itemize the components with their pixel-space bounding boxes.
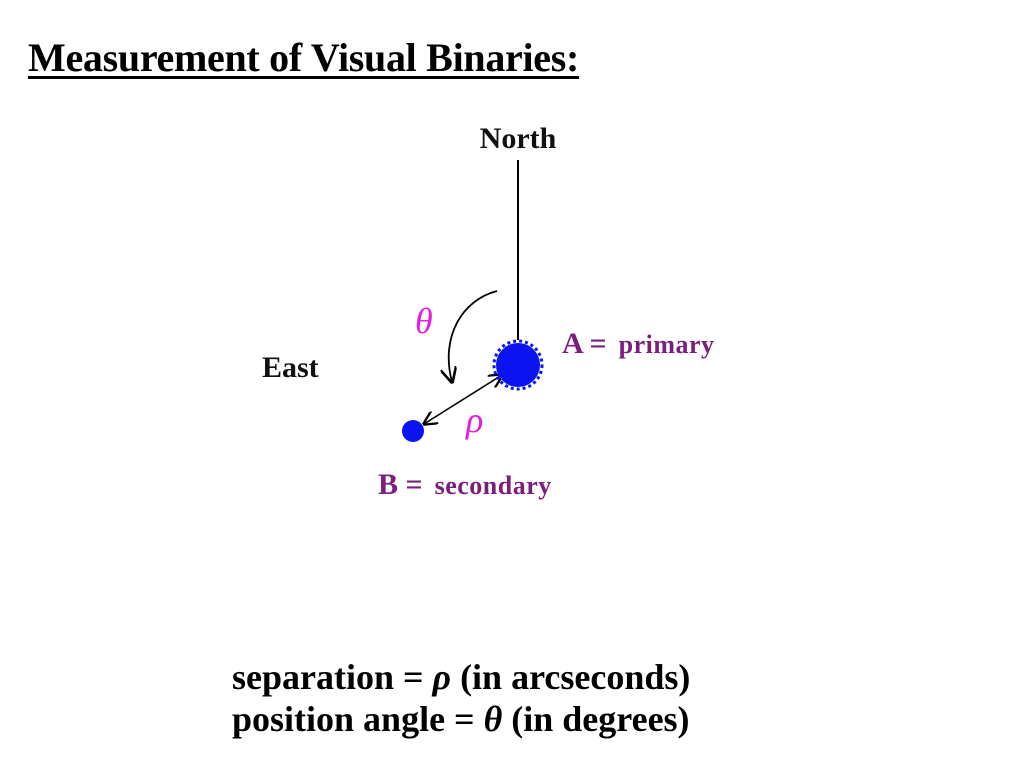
primary-star — [496, 343, 540, 387]
separation-lead: separation = — [232, 657, 424, 697]
east-label: East — [262, 351, 319, 384]
separation-unit: (in arcseconds) — [460, 657, 691, 697]
position-angle-lead: position angle = — [232, 699, 475, 739]
north-label: North — [480, 122, 557, 155]
primary-label: A = primary — [562, 327, 715, 360]
position-angle-definition: position angle = θ (in degrees) — [232, 698, 690, 740]
secondary-label: B = secondary — [378, 468, 552, 501]
theta-definition-symbol: θ — [483, 699, 503, 739]
secondary-letter: B = — [378, 468, 423, 501]
theta-symbol: θ — [415, 301, 433, 341]
primary-letter: A = — [562, 327, 607, 360]
definitions: separation = ρ (in arcseconds) position … — [232, 656, 690, 740]
slide-title: Measurement of Visual Binaries: — [28, 35, 580, 80]
primary-name: primary — [619, 330, 715, 359]
secondary-star — [402, 420, 424, 442]
separation-definition: separation = ρ (in arcseconds) — [232, 656, 690, 698]
primary-star-edge — [492, 339, 544, 391]
rho-definition-symbol: ρ — [432, 657, 452, 697]
secondary-name: secondary — [435, 471, 552, 500]
separation-arrow — [424, 375, 502, 424]
position-angle-unit: (in degrees) — [511, 699, 690, 739]
position-angle-arc — [449, 290, 498, 382]
rho-symbol: ρ — [465, 400, 483, 440]
